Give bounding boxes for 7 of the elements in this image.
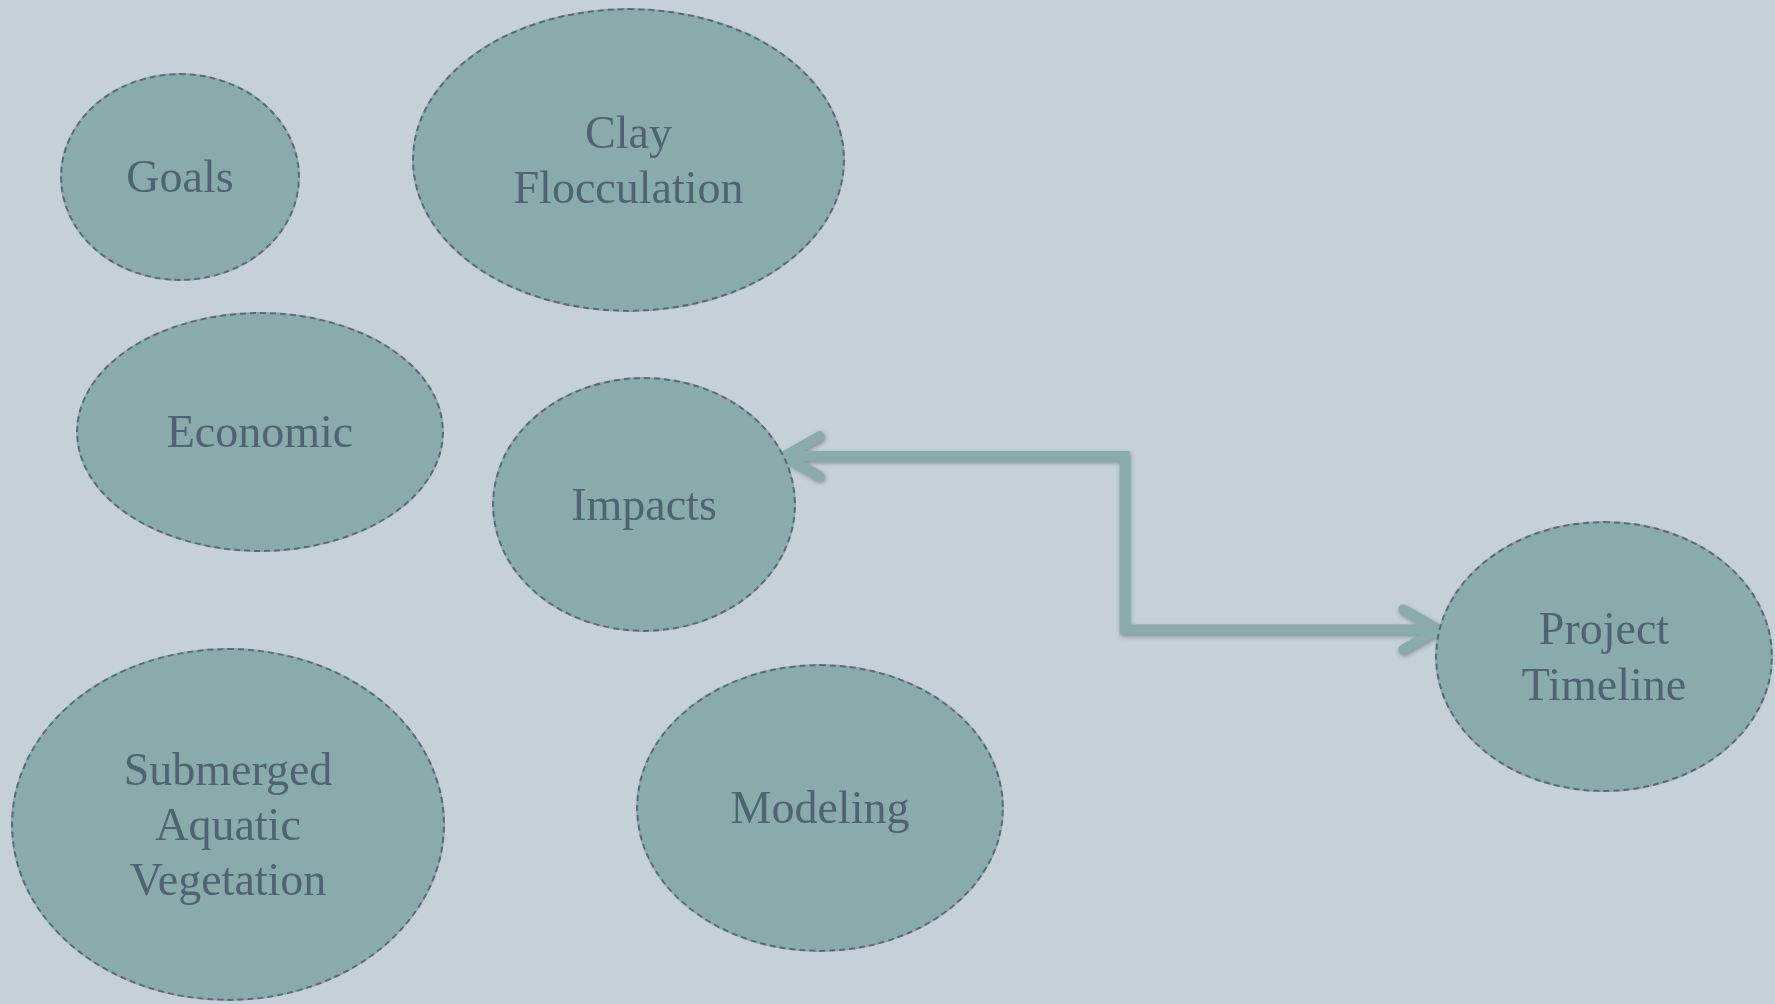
topic-label: Impacts <box>571 477 717 532</box>
topic-label: Submerged Aquatic Vegetation <box>122 742 334 908</box>
topic-label: Goals <box>126 150 234 205</box>
topic-label: Project Timeline <box>1520 602 1688 712</box>
topic-label: Clay Flocculation <box>512 105 745 215</box>
topic-label: Economic <box>166 405 354 460</box>
topic-label: Modeling <box>730 781 910 836</box>
